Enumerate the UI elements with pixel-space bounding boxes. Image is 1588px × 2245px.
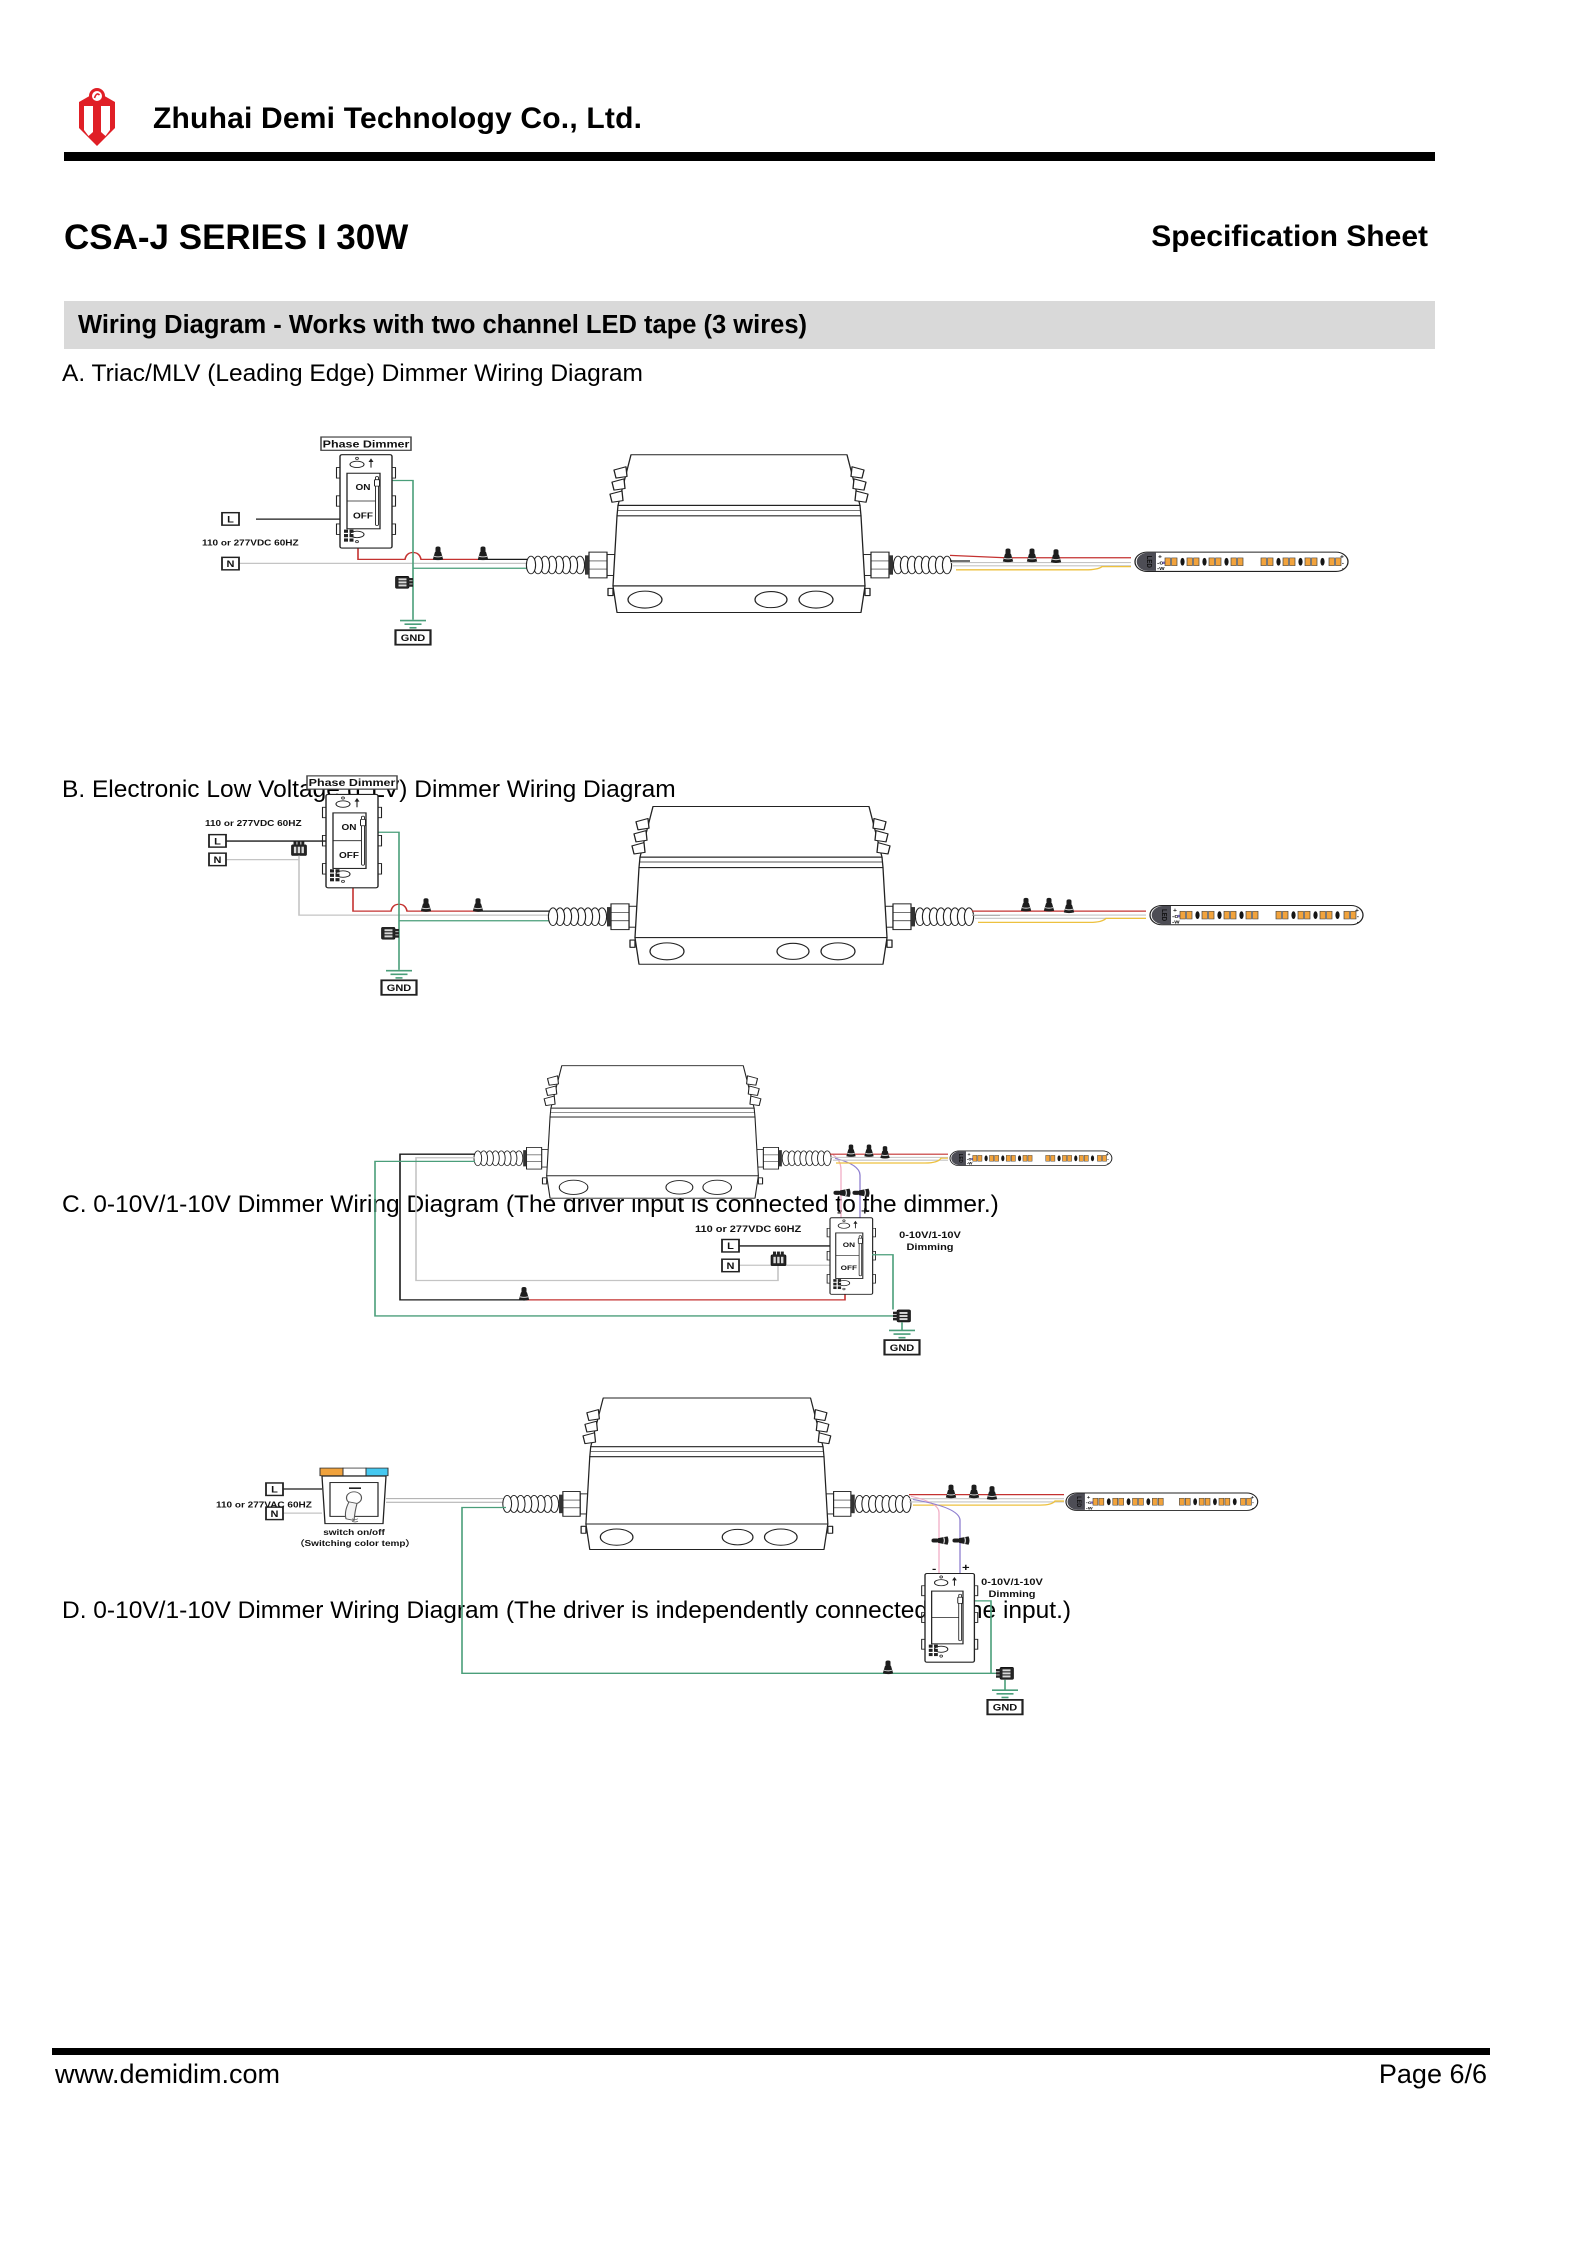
diagram-a: 110 or 277VDC 60HZ [202, 436, 1349, 646]
polarity-label: - [837, 1206, 841, 1218]
heading-a: A. Triac/MLV (Leading Edge) Dimmer Wirin… [62, 360, 643, 387]
header-rule [64, 152, 1435, 161]
footer-rule [52, 2048, 1490, 2055]
logo-ring [89, 88, 105, 104]
polarity-label: + [962, 1561, 970, 1573]
product-title: CSA-J SERIES I 30W [64, 218, 409, 257]
supply-label: 110 or 277VDC 60HZ [695, 1225, 801, 1235]
section-banner: Wiring Diagram - Works with two channel … [64, 301, 1435, 349]
supply-label: 110 or 277VDC 60HZ [205, 819, 302, 828]
color-temp-switch: switch on/off （Switching color temp） [295, 1467, 416, 1548]
supply-label: 110 or 277VDC 60HZ [202, 539, 299, 548]
switch-label: （Switching color temp） [295, 1539, 416, 1548]
supply-label: 110 or 277VAC 60HZ [216, 1500, 312, 1509]
polarity-label: - [932, 1562, 936, 1574]
footer-website: www.demidim.com [55, 2059, 281, 2089]
polarity-label: + [861, 1205, 869, 1217]
doc-type: Specification Sheet [1151, 220, 1428, 253]
diagram-c: 110 or 277VDC 60HZ - + [374, 1066, 1113, 1356]
company-logo [79, 88, 115, 146]
company-name: Zhuhai Demi Technology Co., Ltd. [153, 102, 643, 135]
heading-d: D. 0-10V/1-10V Dimmer Wiring Diagram (Th… [62, 1597, 1072, 1624]
switch-label: switch on/off [323, 1528, 386, 1537]
footer-page-number: Page 6/6 [1378, 2059, 1487, 2089]
wiring-diagrams: ON OFF LED + -o -w + - - [202, 436, 1364, 1716]
diagram-d: switch on/off （Switching color temp） 110… [216, 1398, 1259, 1716]
diagram-b: 110 or 277VDC 60HZ [205, 775, 1364, 996]
